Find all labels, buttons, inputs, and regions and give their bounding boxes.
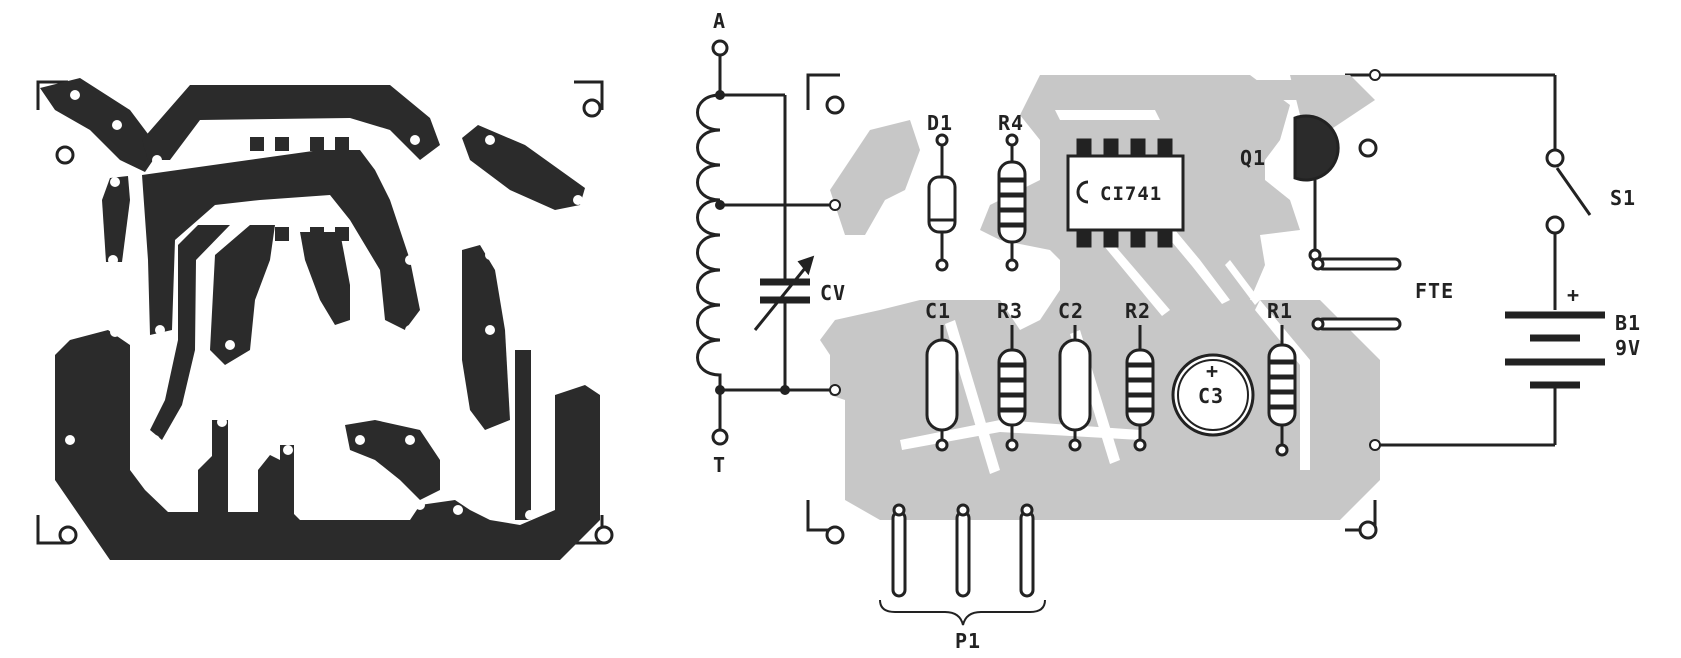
resistor-r1 <box>1267 325 1297 457</box>
mounting-holes-right-board <box>825 95 1378 545</box>
resistor-r3 <box>997 325 1027 452</box>
label-ic: CI741 <box>1100 183 1162 205</box>
label-battery-plus: + <box>1567 283 1580 307</box>
antenna-terminal <box>711 39 729 57</box>
power-pads <box>1369 69 1381 451</box>
label-r2: R2 <box>1125 299 1151 323</box>
capacitor-c2 <box>1058 325 1092 452</box>
label-s1: S1 <box>1610 186 1636 210</box>
power-circuit <box>1375 73 1605 447</box>
label-c2: C2 <box>1058 299 1084 323</box>
label-cv: CV <box>820 281 846 305</box>
antenna-coil-circuit <box>696 39 835 446</box>
capacitor-c1 <box>925 325 959 452</box>
switch-s1-terminal-bottom <box>1545 215 1565 235</box>
coil-junctions <box>715 90 790 395</box>
label-c3: C3 <box>1198 384 1224 408</box>
label-r3: R3 <box>997 299 1023 323</box>
resistor-r2 <box>1125 325 1155 452</box>
copper-traces <box>40 78 600 560</box>
label-q1: Q1 <box>1240 146 1266 170</box>
label-c1: C1 <box>925 299 951 323</box>
diode-d1 <box>927 133 957 272</box>
coil-inductor <box>696 93 722 390</box>
label-r4: R4 <box>998 111 1024 135</box>
label-antenna: A <box>713 9 726 33</box>
label-b1: B1 <box>1615 311 1641 335</box>
earphone-fte-leads <box>1311 257 1402 331</box>
switch-s1-lever <box>1555 167 1592 216</box>
label-r1: R1 <box>1267 299 1293 323</box>
label-c3-plus: + <box>1206 359 1219 383</box>
potentiometer-p1 <box>879 503 1046 626</box>
label-fte: FTE <box>1415 279 1454 303</box>
label-9v: 9V <box>1615 336 1641 360</box>
pcb-component-side: A T CV D1 R4 CI741 Q1 S1 FTE + B1 9V C1 … <box>696 9 1641 653</box>
label-d1: D1 <box>927 111 953 135</box>
label-ground: T <box>713 453 726 477</box>
capacitor-c3 <box>1171 353 1255 437</box>
ic-ci741 <box>1066 138 1185 248</box>
label-p1: P1 <box>955 629 981 653</box>
pcb-copper-side <box>36 78 614 560</box>
transistor-q1 <box>1293 114 1340 262</box>
copper-pad-holes <box>65 90 605 520</box>
resistor-r4 <box>997 133 1027 272</box>
mounting-holes-left-board <box>55 98 614 545</box>
ground-terminal <box>711 428 729 446</box>
switch-s1-terminal-top <box>1545 148 1565 168</box>
board-entry-pads <box>829 199 841 396</box>
component-labels: A T CV D1 R4 CI741 Q1 S1 FTE + B1 9V C1 … <box>713 9 1641 653</box>
